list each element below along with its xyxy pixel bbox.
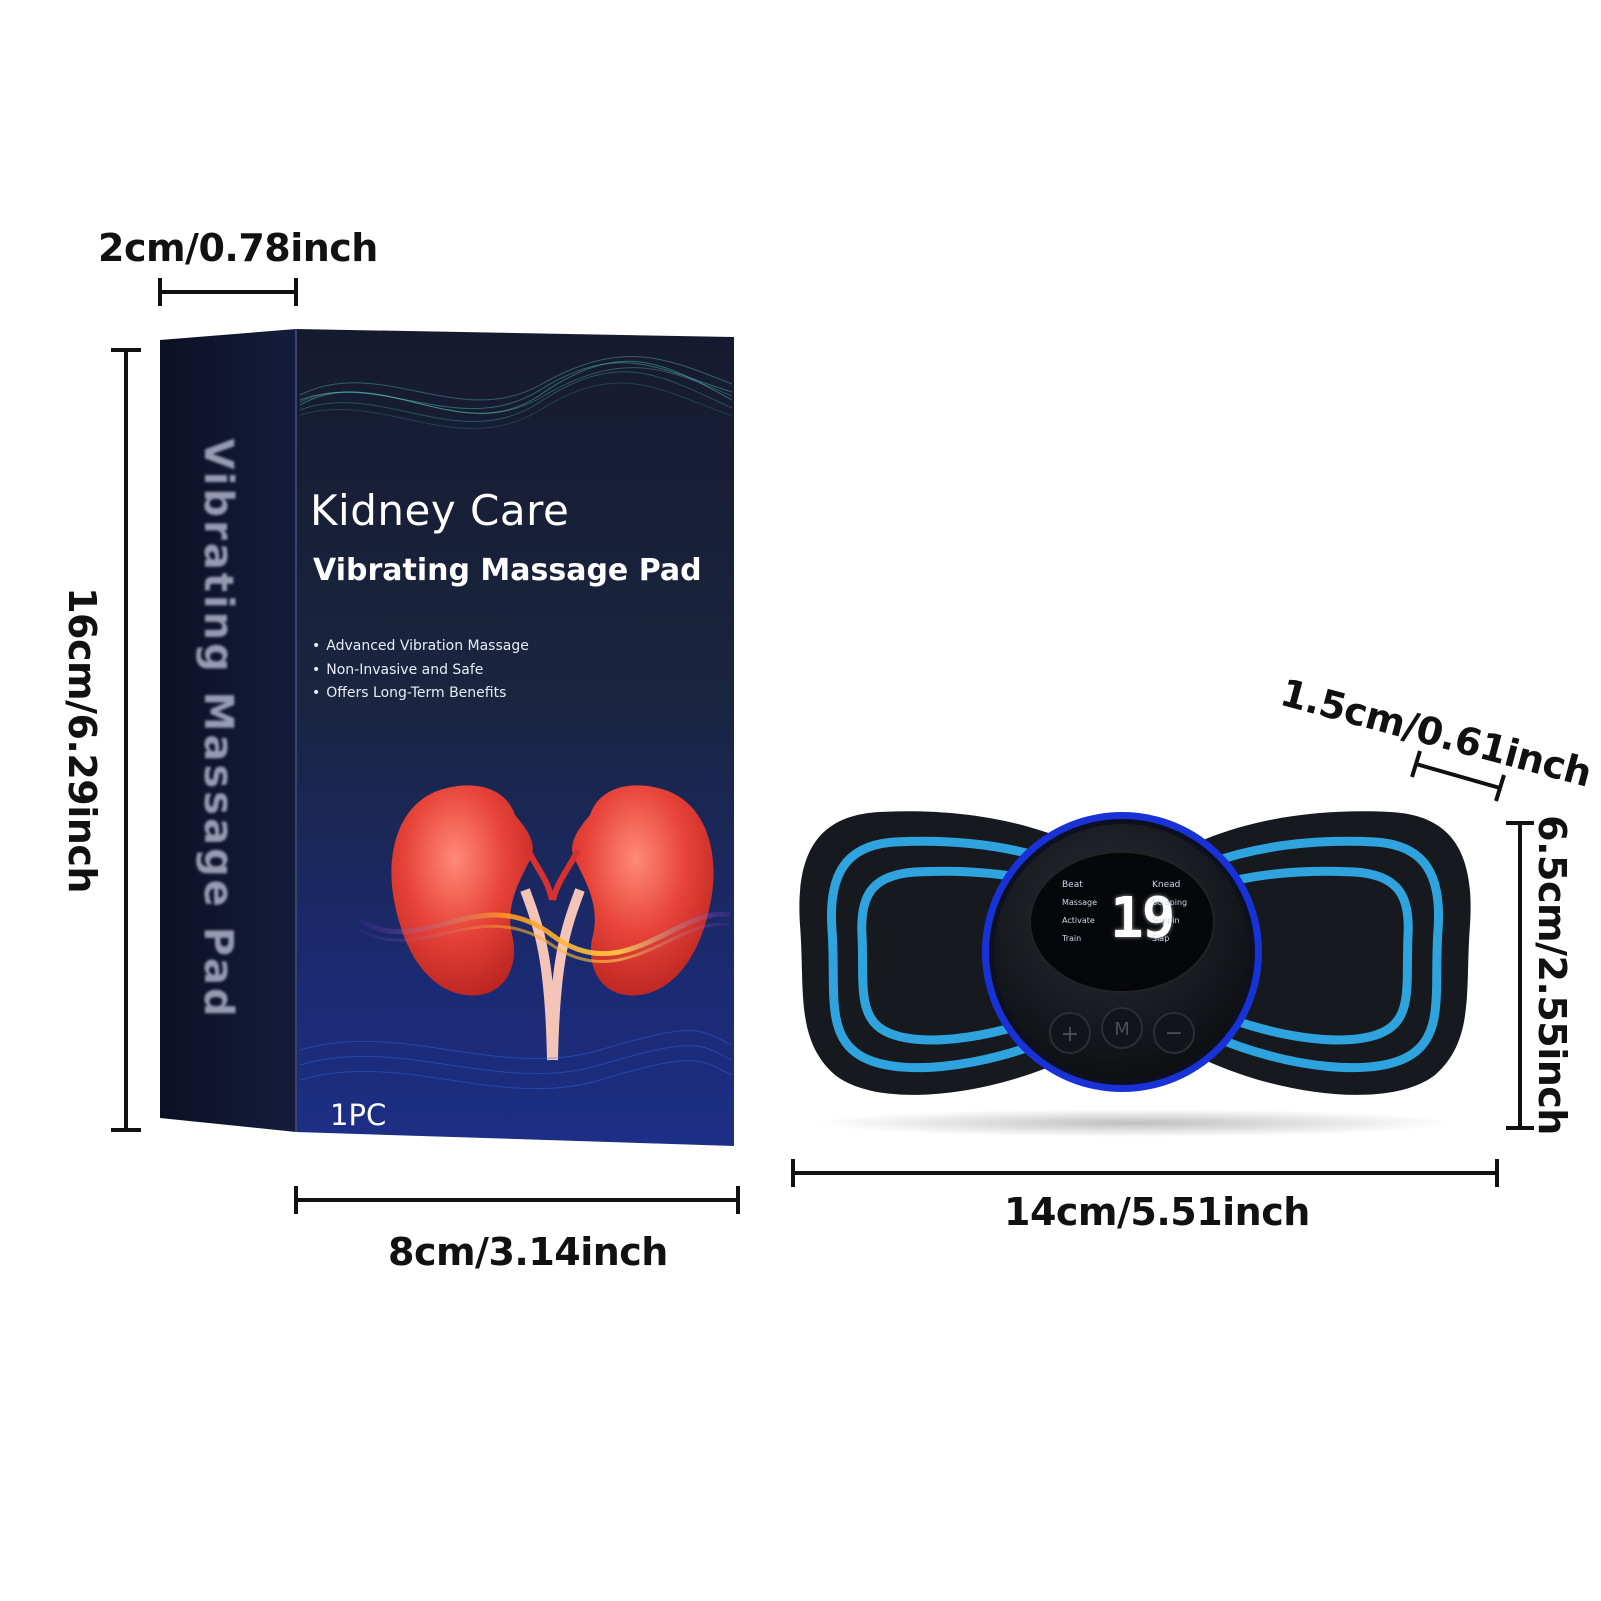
display-digits: 19	[1110, 886, 1175, 951]
plus-button[interactable]	[1049, 1012, 1091, 1054]
box-side-panel	[160, 329, 296, 1132]
plus-icon: +	[1061, 1022, 1079, 1047]
box-width-line	[294, 1186, 740, 1214]
box-width-label: 8cm/3.14inch	[388, 1230, 668, 1274]
mode-label: Beat	[1062, 880, 1083, 890]
mode-icon: M	[1114, 1019, 1130, 1040]
display-screen	[1029, 851, 1215, 993]
box-bottom-waves	[299, 1030, 733, 1090]
box-title: Kidney Care	[310, 486, 570, 535]
pad-thickness-line	[1410, 750, 1506, 802]
box-height-line	[111, 348, 141, 1132]
mode-label: Activate	[1062, 916, 1095, 925]
box-wave-decoration	[299, 356, 733, 429]
mode-label: Knead	[1152, 880, 1181, 890]
box-height-label: 16cm/6.29inch	[60, 587, 104, 893]
minus-icon: −	[1165, 1021, 1183, 1046]
mode-label: Train	[1062, 934, 1082, 943]
pad-width-label: 14cm/5.51inch	[1004, 1190, 1310, 1234]
box-subtitle: Vibrating Massage Pad	[313, 553, 702, 588]
mode-label: Scraping	[1152, 898, 1188, 907]
feature-item: Offers Long-Term Benefits	[312, 685, 506, 701]
feature-item: Advanced Vibration Massage	[312, 638, 529, 654]
pad-width-line	[791, 1159, 1499, 1187]
kidney-illustration	[358, 785, 731, 1061]
pad-height-label: 6.5cm/2.55inch	[1530, 815, 1574, 1135]
pad-height-line	[1506, 821, 1534, 1130]
mode-button[interactable]	[1101, 1007, 1143, 1049]
minus-button[interactable]	[1153, 1012, 1195, 1054]
mode-label: Suppin	[1152, 916, 1180, 925]
mode-label: Massage	[1062, 898, 1098, 907]
box-depth-line	[158, 278, 298, 306]
mode-label: Slap	[1152, 934, 1170, 943]
feature-item: Non-Invasive and Safe	[312, 662, 483, 678]
box-quantity: 1PC	[330, 1098, 387, 1132]
box-depth-label: 2cm/0.78inch	[98, 226, 378, 270]
